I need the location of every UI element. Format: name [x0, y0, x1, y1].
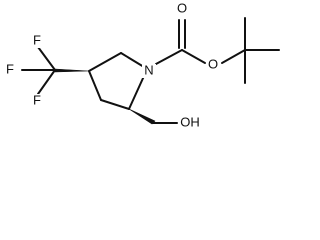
bond-c2-c3: [100, 99, 130, 110]
atom-label-o-carbonyl: O: [177, 0, 187, 15]
structure-canvas: N F F F O O OH: [4, 0, 280, 130]
label-bg-f3: [31, 94, 43, 108]
atom-label-n: N: [144, 62, 153, 77]
bond-c4-c5: [120, 52, 145, 68]
label-bg-o-carbonyl: [176, 2, 188, 16]
label-bg-n: [142, 64, 156, 78]
bond-c3-c3b: [88, 70, 102, 101]
wedge-bond-c4-cf3: [54, 68, 90, 73]
atom-label-o-ester: O: [208, 56, 218, 71]
bond-carbonyl-c-o-ester: [181, 49, 206, 64]
label-bg-oh: [178, 116, 202, 130]
bond-n-carbonyl-c: [155, 49, 183, 65]
wedge-bond-c2-ch2: [128, 108, 156, 125]
label-bg-o-ester: [206, 58, 220, 72]
atom-label-oh: OH: [180, 114, 200, 129]
atom-label-f3: F: [33, 92, 41, 107]
bond-n1-c2: [128, 75, 145, 110]
bond-cf3-f3: [37, 69, 56, 95]
label-bg-f1: [31, 34, 43, 48]
bond-cf3-f1: [37, 46, 56, 71]
bond-o-ester-tbu: [221, 49, 246, 64]
label-bg-f2: [4, 63, 16, 77]
atom-label-f1: F: [33, 32, 41, 47]
chemical-structure: N F F F O O OH: [4, 0, 280, 130]
bond-c3-c4: [88, 52, 122, 72]
atom-label-f2: F: [6, 61, 14, 76]
